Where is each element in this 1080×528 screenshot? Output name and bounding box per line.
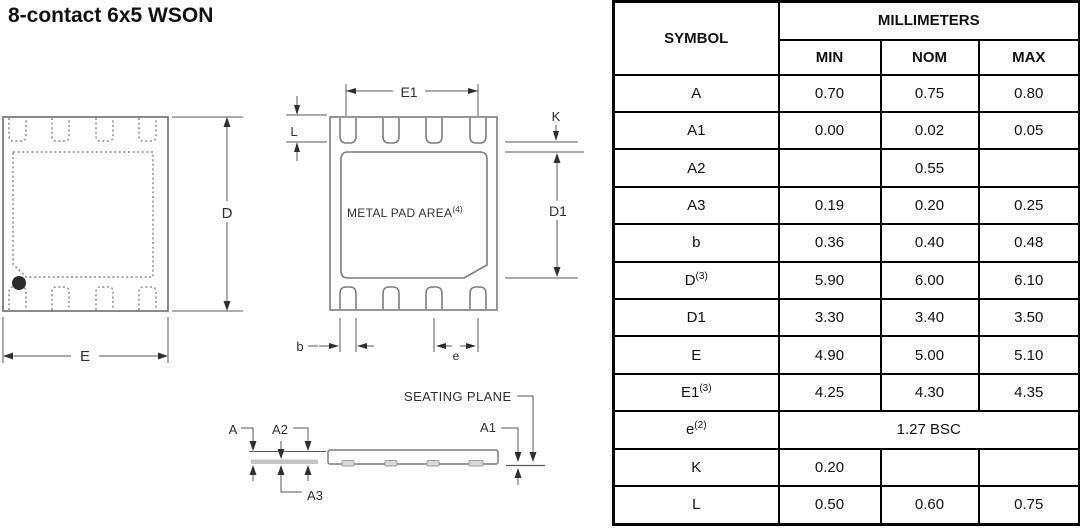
max-cell [977, 447, 1080, 487]
nom-cell: 0.40 [879, 223, 980, 263]
max-cell: 0.48 [977, 223, 1080, 263]
table-row: A2 0.55 [612, 148, 1080, 188]
min-cell: 0.20 [777, 447, 882, 487]
dim-K: K [505, 109, 584, 153]
min-cell: 0.19 [777, 185, 882, 226]
page-title: 8-contact 6x5 WSON [8, 4, 214, 27]
dim-label-K: K [552, 109, 561, 124]
dim-label-A2: A2 [272, 422, 288, 437]
col-header-min: MIN [777, 38, 882, 76]
symbol-cell: A3 [612, 185, 780, 226]
symbol-cell: D(3) [612, 260, 780, 300]
symbol-cell: E1(3) [612, 372, 780, 413]
min-cell: 4.25 [777, 372, 882, 413]
pin1-indicator-dot [12, 276, 26, 290]
nom-cell: 0.20 [879, 185, 980, 226]
nom-cell: 6.00 [879, 260, 980, 300]
max-cell [977, 148, 1080, 188]
symbol-cell: e(2) [612, 410, 780, 450]
min-cell: 0.36 [777, 223, 882, 263]
max-cell: 0.75 [977, 484, 1080, 526]
package-bottom-view: METAL PAD AREA(4) [329, 116, 498, 311]
dim-b: b [296, 318, 374, 354]
col-header-millimeters: MILLIMETERS [777, 0, 1080, 41]
nom-cell: 0.60 [879, 484, 980, 526]
symbol-cell: K [612, 447, 780, 487]
nom-cell: 3.40 [879, 297, 980, 338]
table-row: e(2)1.27 BSC [612, 410, 1080, 450]
min-cell: 0.00 [777, 110, 882, 151]
col-header-nom: NOM [879, 38, 980, 76]
max-cell: 6.10 [977, 260, 1080, 300]
min-cell: 0.50 [777, 484, 882, 526]
dim-E: E [2, 317, 169, 365]
dim-label-D1: D1 [549, 203, 567, 219]
dim-label-A: A [229, 422, 238, 437]
dim-D: D [172, 116, 243, 312]
max-cell: 0.25 [977, 185, 1080, 226]
nom-cell: 4.30 [879, 372, 980, 413]
min-cell [777, 148, 882, 188]
dim-label-E1: E1 [400, 84, 417, 100]
dim-label-e: e [453, 349, 460, 363]
symbol-cell: L [612, 484, 780, 526]
dim-label-L: L [290, 124, 297, 139]
col-header-max: MAX [977, 38, 1080, 76]
nom-cell: 0.55 [879, 148, 980, 188]
dim-label-A1: A1 [480, 420, 496, 435]
terminal-thickness-bar [251, 459, 318, 464]
seating-plane-label: SEATING PLANE [404, 389, 512, 404]
nom-cell: 5.00 [879, 335, 980, 375]
min-cell: 4.90 [777, 335, 882, 375]
nom-cell: 0.75 [879, 73, 980, 113]
max-cell: 3.50 [977, 297, 1080, 338]
symbol-cell: A1 [612, 110, 780, 151]
symbol-cell: b [612, 223, 780, 263]
package-top-view [2, 116, 169, 312]
dim-label-b: b [296, 339, 303, 354]
nom-cell [879, 447, 980, 487]
symbol-cell: D1 [612, 297, 780, 338]
max-cell: 5.10 [977, 335, 1080, 375]
dim-D1: D1 [505, 153, 578, 279]
max-cell: 0.80 [977, 73, 1080, 113]
dim-e: e [433, 318, 479, 363]
nom-cell: 0.02 [879, 110, 980, 151]
min-cell: 0.70 [777, 73, 882, 113]
min-cell: 3.30 [777, 297, 882, 338]
dim-L: L [286, 96, 327, 161]
max-cell: 0.05 [977, 110, 1080, 151]
dim-E1: E1 [345, 82, 479, 116]
symbol-cell: A [612, 73, 780, 113]
symbol-cell: A2 [612, 148, 780, 188]
min-cell: 5.90 [777, 260, 882, 300]
value-cell-span: 1.27 BSC [777, 410, 1080, 450]
package-side-view [327, 449, 499, 467]
package-drawing: D E METAL PA [2, 82, 584, 503]
dim-label-D: D [222, 205, 233, 222]
col-header-symbol: SYMBOL [612, 0, 780, 76]
dim-label-E: E [80, 348, 90, 365]
dim-label-A3: A3 [307, 488, 323, 503]
dim-side-heights: A A2 A3 A1 SEATING PLANE [229, 389, 545, 503]
symbol-cell: E [612, 335, 780, 375]
metal-pad-area-label: METAL PAD AREA(4) [347, 205, 463, 220]
max-cell: 4.35 [977, 372, 1080, 413]
